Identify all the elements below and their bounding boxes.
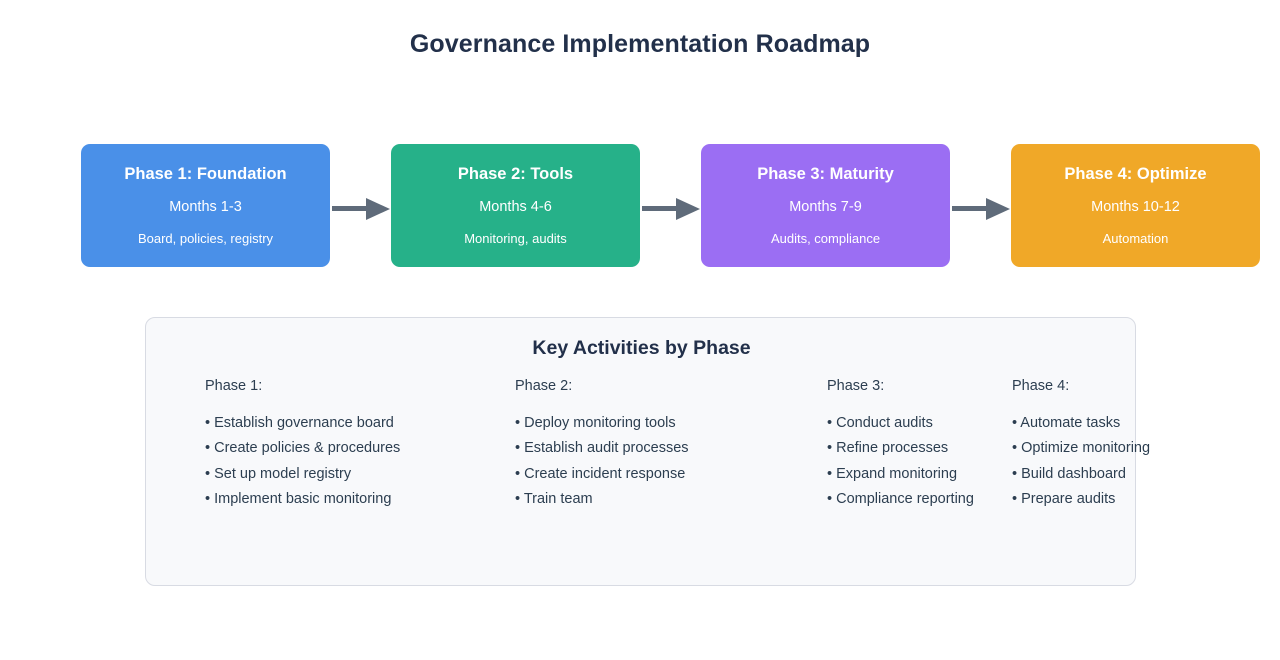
phase-box-title: Phase 4: Optimize: [1064, 165, 1207, 183]
activity-list-item: • Expand monitoring: [827, 465, 958, 482]
phase-box-title: Phase 1: Foundation: [124, 165, 287, 183]
activity-column-1: Phase 1: • Establish governance board • Cr…: [205, 379, 400, 507]
activity-column-heading: Phase 3:: [827, 378, 885, 394]
phase-box-months: Months 7-9: [789, 198, 862, 215]
activity-list-item: • Automate tasks: [1012, 414, 1121, 431]
activity-list-item: • Prepare audits: [1012, 491, 1116, 507]
activity-list-item: • Set up model registry: [205, 465, 352, 482]
phase-box-description: Audits, compliance: [770, 231, 881, 246]
activity-list-item: • Create incident response: [515, 465, 686, 482]
phase-box-months: Months 1-3: [169, 198, 242, 215]
activity-column-heading: Phase 4:: [1012, 378, 1070, 394]
activity-list-item: • Optimize monitoring: [1012, 440, 1151, 456]
activity-list-item: • Establish audit processes: [515, 440, 689, 456]
phase-box-description: Monitoring, audits: [464, 231, 567, 246]
phase-box-description: Automation: [1102, 231, 1169, 246]
activity-column-heading: Phase 1:: [205, 378, 263, 394]
phase-box-title: Phase 2: Tools: [457, 165, 574, 183]
arrow-shaft: [952, 206, 990, 211]
activity-list-item: • Build dashboard: [1012, 465, 1126, 482]
flow-arrow-1-icon: [332, 198, 390, 220]
activity-list-item: • Compliance reporting: [827, 491, 974, 507]
flow-arrow-2-icon: [642, 198, 700, 220]
phase-box-months: Months 10-12: [1091, 198, 1180, 215]
key-activities-heading: Key Activities by Phase: [532, 337, 751, 359]
key-activities-panel: Key Activities by Phase Phase 1: • Establ…: [145, 317, 1150, 586]
arrow-shaft: [332, 206, 370, 211]
activity-column-4: Phase 4: • Automate tasks • Optimize monit…: [1012, 379, 1150, 507]
activity-list-item: • Conduct audits: [827, 414, 933, 431]
activity-list-item: • Deploy monitoring tools: [515, 414, 676, 431]
activity-list-item: • Refine processes: [827, 440, 949, 456]
arrow-head: [676, 198, 700, 220]
arrow-head: [366, 198, 390, 220]
phase-box-months: Months 4-6: [479, 198, 552, 215]
activity-column-2: Phase 2: • Deploy monitoring tools • Estab…: [515, 379, 689, 507]
arrow-shaft: [642, 206, 680, 211]
activity-list-item: • Create policies & procedures: [205, 440, 401, 456]
page-title: Governance Implementation Roadmap: [409, 30, 871, 58]
activity-list-item: • Train team: [515, 491, 593, 507]
arrow-head: [986, 198, 1010, 220]
activity-column-3: Phase 3: • Conduct audits • Refine process…: [827, 379, 974, 507]
flow-arrow-3-icon: [952, 198, 1010, 220]
activity-list-item: • Establish governance board: [205, 414, 394, 431]
activity-list-item: • Implement basic monitoring: [205, 491, 392, 507]
phase-box-description: Board, policies, registry: [137, 231, 274, 246]
phase-box-title: Phase 3: Maturity: [757, 165, 894, 183]
activity-column-heading: Phase 2:: [515, 378, 573, 394]
